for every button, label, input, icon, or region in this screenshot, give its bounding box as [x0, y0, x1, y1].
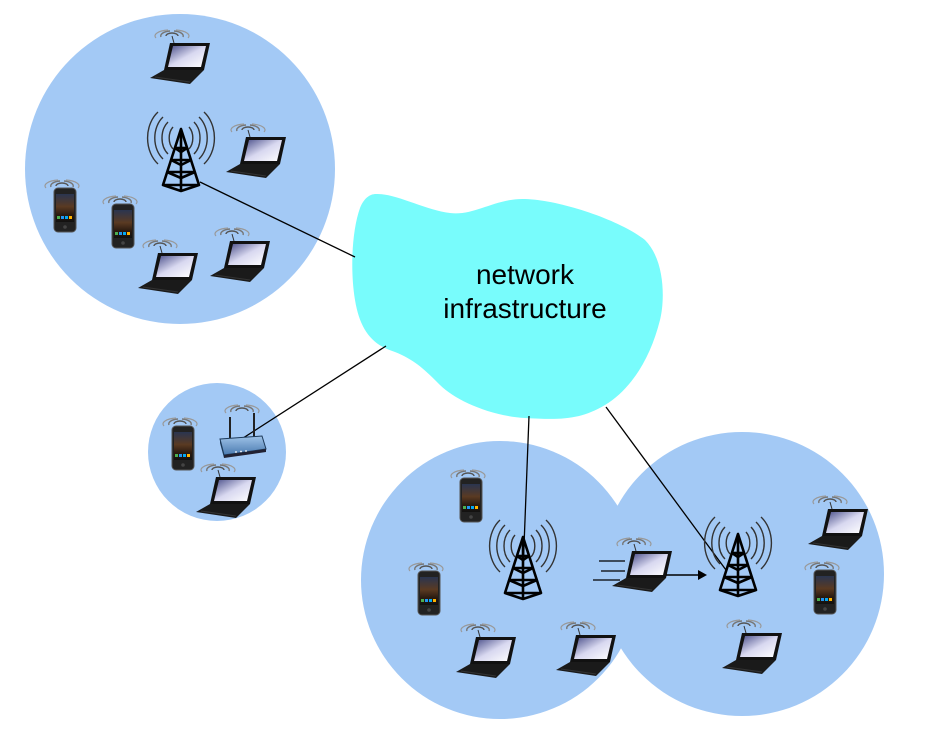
network-infrastructure-cloud	[352, 193, 663, 419]
link-router-to-cloud	[239, 345, 387, 441]
arrow-head-icon	[698, 570, 707, 580]
link-top-tower-to-cloud	[199, 181, 356, 258]
coverage-cell-bottom-middle	[361, 441, 639, 719]
cloud-label: network infrastructure	[400, 258, 650, 326]
mobile-laptop-handoff	[593, 538, 707, 592]
link-cloud-to-bottom-right-tower	[605, 406, 727, 571]
cloud-label-line2: infrastructure	[443, 293, 607, 324]
cloud-label-line1: network	[475, 259, 575, 290]
